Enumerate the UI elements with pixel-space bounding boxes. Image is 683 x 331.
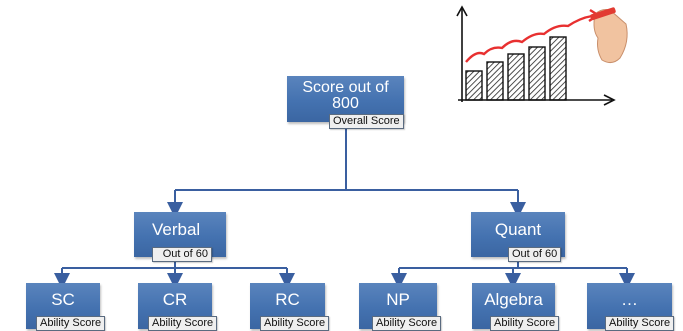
leaf-node-np: NP Ability Score bbox=[359, 283, 442, 331]
section-tag-verbal: Out of 60 bbox=[152, 247, 212, 262]
leaf-title-more: … bbox=[621, 290, 638, 309]
leaf-tag-sc: Ability Score bbox=[36, 316, 106, 331]
leaf-title-sc: SC bbox=[51, 290, 75, 309]
root-tag: Overall Score bbox=[329, 114, 404, 129]
leaf-title-algebra: Algebra bbox=[484, 290, 543, 309]
leaf-title-cr: CR bbox=[162, 290, 188, 309]
growth-chart-hand-drawing-icon bbox=[452, 2, 632, 107]
root-title: Score out of 800 bbox=[302, 79, 389, 112]
leaf-tag-rc: Ability Score bbox=[260, 316, 330, 331]
leaf-node-more: … Ability Score bbox=[587, 283, 675, 331]
leaf-tag-more: Ability Score bbox=[605, 316, 675, 331]
leaf-tag-algebra: Ability Score bbox=[490, 316, 560, 331]
leaf-title-rc: RC bbox=[275, 290, 300, 309]
section-title-verbal: Verbal bbox=[152, 220, 201, 239]
section-tag-quant: Out of 60 bbox=[508, 247, 562, 262]
leaf-node-rc: RC Ability Score bbox=[250, 283, 330, 331]
section-title-quant: Quant bbox=[494, 220, 542, 239]
root-node: Score out of 800 Overall Score bbox=[287, 76, 404, 129]
leaf-node-algebra: Algebra Ability Score bbox=[472, 283, 560, 331]
leaf-tag-cr: Ability Score bbox=[148, 316, 218, 331]
section-node-verbal: Verbal Out of 60 bbox=[134, 212, 226, 262]
leaf-node-sc: SC Ability Score bbox=[26, 283, 106, 331]
leaf-node-cr: CR Ability Score bbox=[138, 283, 218, 331]
leaf-title-np: NP bbox=[386, 290, 410, 309]
root-connector bbox=[175, 128, 518, 191]
leaf-tag-np: Ability Score bbox=[372, 316, 442, 331]
section-node-quant: Quant Out of 60 bbox=[471, 212, 565, 262]
